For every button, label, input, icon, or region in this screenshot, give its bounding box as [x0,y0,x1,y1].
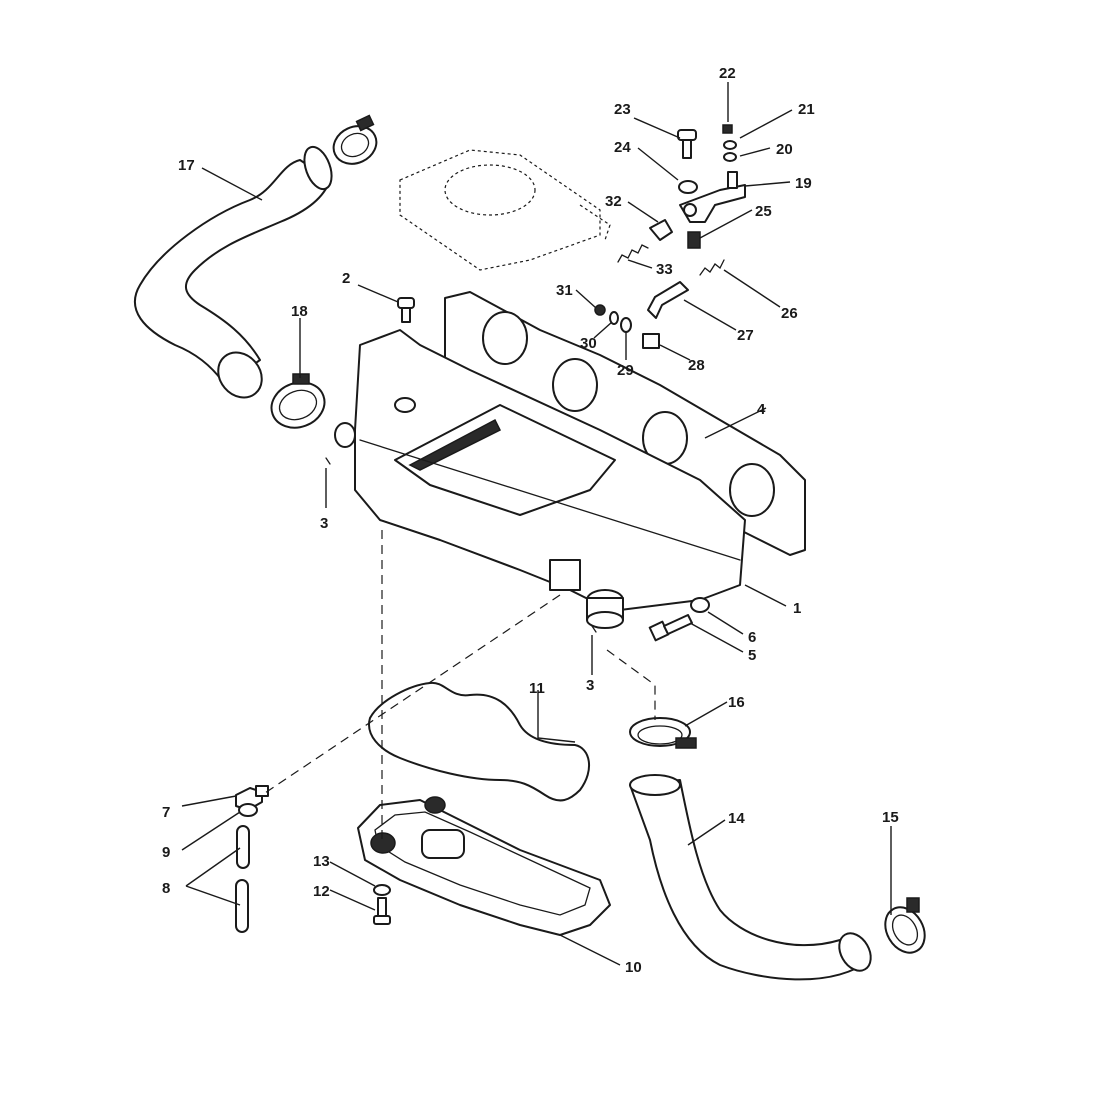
callout-33: 33 [656,261,673,278]
leader-lines [181,82,892,966]
callout-14: 14 [728,810,745,827]
spacer-plate-reference [399,149,611,271]
hose-upper [134,145,333,399]
callout-19: 19 [795,175,812,192]
hose-lower [629,774,872,981]
callout-27: 27 [737,327,754,344]
callout-8: 8 [162,880,170,897]
callout-30: 30 [580,335,597,352]
washer-6 [690,597,710,613]
callout-17: 17 [178,157,195,174]
callout-5: 5 [748,647,756,664]
hose-8-upper [236,825,250,869]
callout-4: 4 [757,401,766,418]
callout-32: 32 [605,193,622,210]
callout-3-left: 3 [320,515,328,532]
callout-29: 29 [617,362,634,379]
bolt-2 [397,297,415,323]
callout-7: 7 [162,804,170,821]
callout-31: 31 [556,282,573,299]
callout-1: 1 [793,600,801,617]
callout-24: 24 [614,139,631,156]
hose-8-lower [235,879,249,933]
callout-20: 20 [776,141,793,158]
callout-9: 9 [162,844,170,861]
callout-23: 23 [614,101,631,118]
callout-3-lower: 3 [586,677,594,694]
cover-gasket [368,681,590,802]
hose-clamp-16 [629,717,697,749]
callout-16: 16 [728,694,745,711]
callout-22: 22 [719,65,736,82]
washer-13 [373,884,391,896]
hose-clamp-15 [884,897,926,954]
hose-clamp-18 [270,373,326,429]
callout-21: 21 [798,101,815,118]
callout-28: 28 [688,357,705,374]
throttle-linkage-parts [594,124,746,349]
pin-3-lower [591,625,597,633]
water-jacket-cover [357,796,611,936]
exhaust-manifold [334,329,746,629]
callout-13: 13 [313,853,330,870]
callout-25: 25 [755,203,772,220]
callout-labels: 1 2 3 3 4 5 6 7 8 9 10 11 12 13 14 15 16… [162,65,899,976]
callout-26: 26 [781,305,798,322]
callout-2: 2 [342,270,350,287]
callout-6: 6 [748,629,756,646]
bolt-5 [648,614,693,642]
pin-3-left [325,457,331,465]
callout-11: 11 [529,680,545,697]
clamp-9 [238,803,258,817]
callout-10: 10 [625,959,642,976]
hose-clamp-top [332,114,378,165]
alignment-lines [261,530,656,840]
bolt-12 [373,897,391,925]
callout-15: 15 [882,809,899,826]
callout-12: 12 [313,883,330,900]
callout-18: 18 [291,303,308,320]
